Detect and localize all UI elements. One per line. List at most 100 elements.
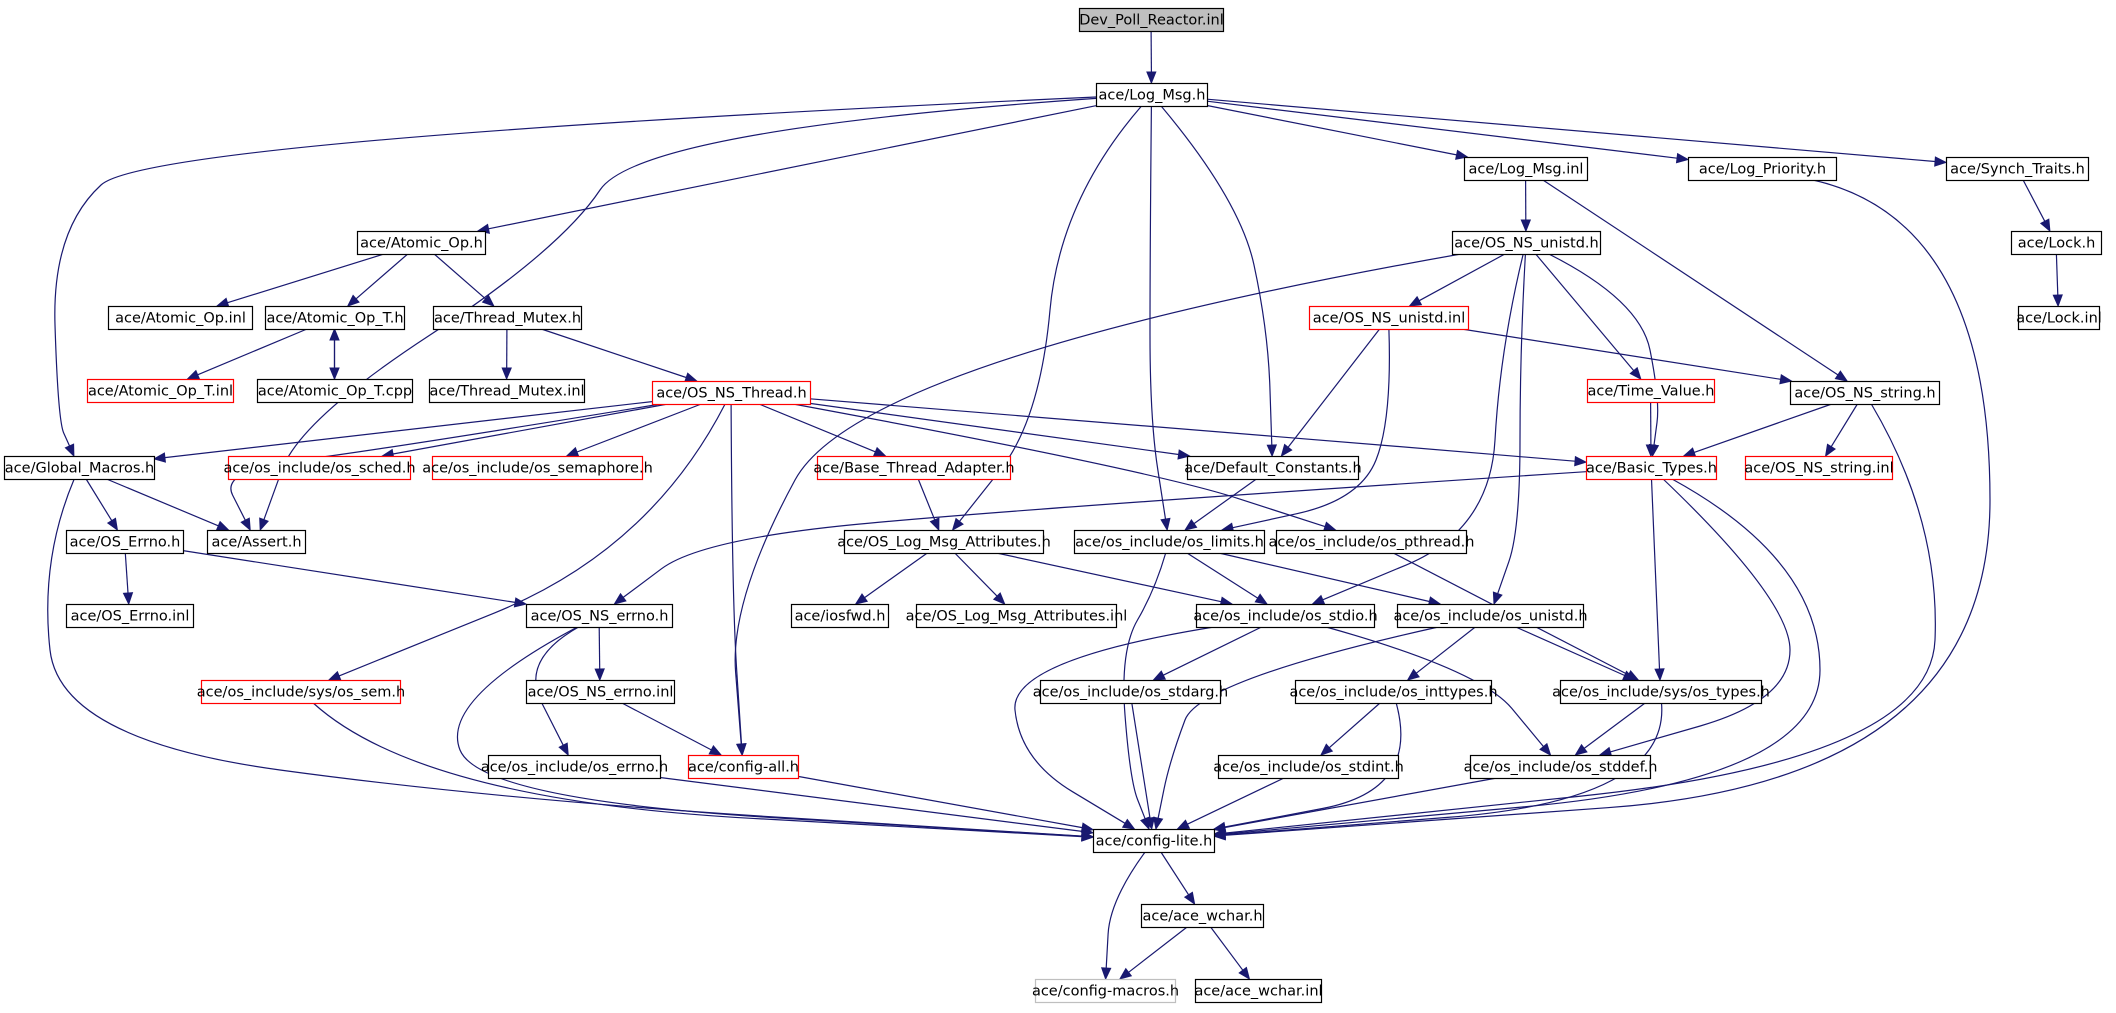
edge-os_ns_thread_h-to-sys_os_sem_h [339,404,725,676]
node-os-stdio-h[interactable]: ace/os_include/os_stdio.h [1193,605,1377,628]
node-label: ace/os_include/os_stdio.h [1193,609,1377,625]
node-iosfwd-h[interactable]: ace/iosfwd.h [792,605,889,628]
node-os-semaphore-h[interactable]: ace/os_include/os_semaphore.h [422,457,653,480]
node-thread-mutex-h[interactable]: ace/Thread_Mutex.h [434,307,582,330]
node-ace-wchar-h[interactable]: ace/ace_wchar.h [1142,905,1264,928]
node-synch-traits-h[interactable]: ace/Synch_Traits.h [1947,158,2089,181]
arrowhead-synch_traits_h-to-lock_h [2041,219,2050,231]
node-os-ns-string-h[interactable]: ace/OS_NS_string.h [1791,382,1940,405]
arrowhead-log_msg_h-to-global_macros_h [65,444,74,456]
edge-os_ns_unistd_h-to-basic_types_h [1549,254,1658,445]
edge-config_lite_h-to-ace_wchar_h [1161,852,1189,895]
arrowhead-ace_wchar_h-to-ace_wchar_inl [1239,968,1249,980]
edge-os_errno_h-to-os_ns_errno_h [183,551,515,603]
node-os-ns-string-inl[interactable]: ace/OS_NS_string.inl [1744,457,1893,480]
arrowhead-os_ns_thread_h-to-os_pthread_h [1324,522,1336,531]
arrowhead-dev_poll_reactor_inl-to-log_msg_h [1147,72,1156,83]
edge-log_msg_h-to-synch_traits_h [1207,99,1935,161]
edge-os_ns_unistd_h-to-os_ns_unistd_inl [1419,254,1505,301]
arrowhead-global_macros_h-to-assert_h [217,522,229,530]
node-os-unistd-h[interactable]: ace/os_include/os_unistd.h [1393,605,1587,628]
node-time-value-h[interactable]: ace/Time_Value.h [1587,380,1714,403]
node-os-ns-unistd-h[interactable]: ace/OS_NS_unistd.h [1453,232,1601,255]
node-global-macros-h[interactable]: ace/Global_Macros.h [5,457,155,480]
edge-os_inttypes_h-to-os_stdint_h [1329,703,1380,748]
node-label: ace/OS_Log_Msg_Attributes.h [837,535,1051,551]
node-label: ace/OS_NS_Thread.h [656,386,806,402]
edge-log_msg_h-to-log_msg_inl [1207,106,1457,155]
node-label: ace/os_include/os_sched.h [223,461,415,477]
node-config-all-h[interactable]: ace/config-all.h [688,756,799,779]
arrowhead-atomic_op_t_cpp-to-atomic_op_t_h [330,329,339,340]
node-os-ns-errno-h[interactable]: ace/OS_NS_errno.h [527,605,673,628]
node-os-errno-h[interactable]: ace/OS_Errno.h [67,531,184,554]
node-atomic-op-t-cpp[interactable]: ace/Atomic_Op_T.cpp [258,380,413,403]
edge-os_ns_thread_h-to-os_semaphore_h [577,404,701,452]
node-label: ace/OS_NS_errno.h [531,609,669,625]
edge-synch_traits_h-to-lock_h [2023,180,2045,221]
edge-os_ns_errno_inl-to-config_all_h [622,703,711,750]
node-atomic-op-t-h[interactable]: ace/Atomic_Op_T.h [266,307,405,330]
node-sys-os-sem-h[interactable]: ace/os_include/sys/os_sem.h [197,681,405,704]
edge-thread_mutex_h-to-os_ns_thread_h [541,329,686,378]
node-os-stdint-h[interactable]: ace/os_include/os_stdint.h [1213,756,1404,779]
node-config-macros-h[interactable]: ace/config-macros.h [1032,980,1179,1003]
edge-os_unistd_h-to-config_lite_h [1158,627,1438,818]
node-lock-inl[interactable]: ace/Lock.inl [2016,307,2102,330]
edge-os_log_msg_attributes_h-to-iosfwd_h [865,553,928,598]
node-sys-os-types-h[interactable]: ace/os_include/sys/os_types.h [1552,681,1770,704]
edge-os_stdio_h-to-config_lite_h [1015,627,1214,823]
edge-config_all_h-to-config_lite_h [798,776,1082,827]
node-log-msg-inl[interactable]: ace/Log_Msg.inl [1465,158,1588,181]
node-base-thread-adapter-h[interactable]: ace/Base_Thread_Adapter.h [813,457,1014,480]
node-os-stddef-h[interactable]: ace/os_include/os_stddef.h [1464,756,1658,779]
node-log-priority-h[interactable]: ace/Log_Priority.h [1689,158,1837,181]
node-os-errno-inl[interactable]: ace/OS_Errno.inl [67,605,194,628]
node-os-inttypes-h[interactable]: ace/os_include/os_inttypes.h [1289,681,1497,704]
node-label: ace/os_include/os_inttypes.h [1289,685,1497,701]
arrowhead-os_ns_errno_inl-to-config_all_h [709,746,721,755]
node-atomic-op-t-inl[interactable]: ace/Atomic_Op_T.inl [88,380,234,403]
edge-os_stdint_h-to-config_lite_h [1187,778,1284,824]
node-thread-mutex-inl[interactable]: ace/Thread_Mutex.inl [429,380,584,403]
arrowhead-os_ns_errno_h-to-os_errno_inc_h [559,743,568,755]
arrowhead-log_msg_h-to-assert_h [260,518,268,530]
node-dev-poll-reactor-inl[interactable]: Dev_Poll_Reactor.inl [1079,9,1224,32]
node-label: ace/os_include/os_errno.h [481,760,668,776]
node-assert-h[interactable]: ace/Assert.h [208,531,306,554]
node-ace-wchar-inl[interactable]: ace/ace_wchar.inl [1194,980,1322,1003]
node-label: ace/Log_Msg.inl [1469,162,1584,178]
edge-os_ns_string_h-to-basic_types_h [1694,404,1832,452]
edge-log_priority_h-to-config_lite_h [1225,180,1990,835]
arrowhead-os_ns_string_h-to-os_ns_string_inl [1826,444,1836,456]
node-default-constants-h[interactable]: ace/Default_Constants.h [1184,457,1361,480]
node-os-errno-inc-h[interactable]: ace/os_include/os_errno.h [481,756,668,779]
node-os-stdarg-h[interactable]: ace/os_include/os_stdarg.h [1033,681,1228,704]
node-basic-types-h[interactable]: ace/Basic_Types.h [1586,457,1717,480]
node-os-sched-h[interactable]: ace/os_include/os_sched.h [223,457,415,480]
node-os-pthread-h[interactable]: ace/os_include/os_pthread.h [1269,531,1475,554]
node-atomic-op-h[interactable]: ace/Atomic_Op.h [358,232,486,255]
node-log-msg-h[interactable]: ace/Log_Msg.h [1097,84,1208,107]
arrowhead-sys_os_types_h-to-os_stddef_h [1575,745,1587,755]
arrowhead-basic_types_h-to-sys_os_types_h [1655,669,1664,680]
edge-log_msg_h-to-default_constants_h [1161,106,1272,445]
node-config-lite-h[interactable]: ace/config-lite.h [1094,830,1215,853]
arrowhead-os_limits_h-to-os_stdio_h [1255,594,1267,604]
edge-os_ns_thread_h-to-basic_types_h [810,399,1575,461]
node-os-ns-thread-h[interactable]: ace/OS_NS_Thread.h [653,382,811,405]
edge-log_msg_h-to-log_priority_h [1207,101,1677,158]
node-os-log-msg-attributes-h[interactable]: ace/OS_Log_Msg_Attributes.h [837,531,1051,554]
arrowhead-os_ns_string_h-to-basic_types_h [1684,448,1696,457]
edge-atomic_op_t_h-to-atomic_op_t_inl [198,329,307,375]
node-label: ace/Synch_Traits.h [1950,162,2085,178]
node-os-limits-h[interactable]: ace/os_include/os_limits.h [1075,531,1265,554]
node-lock-h[interactable]: ace/Lock.h [2012,232,2102,255]
node-os-ns-errno-inl[interactable]: ace/OS_NS_errno.inl [527,681,675,704]
node-atomic-op-inl[interactable]: ace/Atomic_Op.inl [109,307,253,330]
node-os-ns-unistd-inl[interactable]: ace/OS_NS_unistd.inl [1310,307,1469,330]
node-label: ace/Lock.h [2018,236,2096,252]
edge-ace_wchar_h-to-ace_wchar_inl [1211,927,1243,970]
node-os-log-msg-attributes-inl[interactable]: ace/OS_Log_Msg_Attributes.inl [906,605,1128,628]
